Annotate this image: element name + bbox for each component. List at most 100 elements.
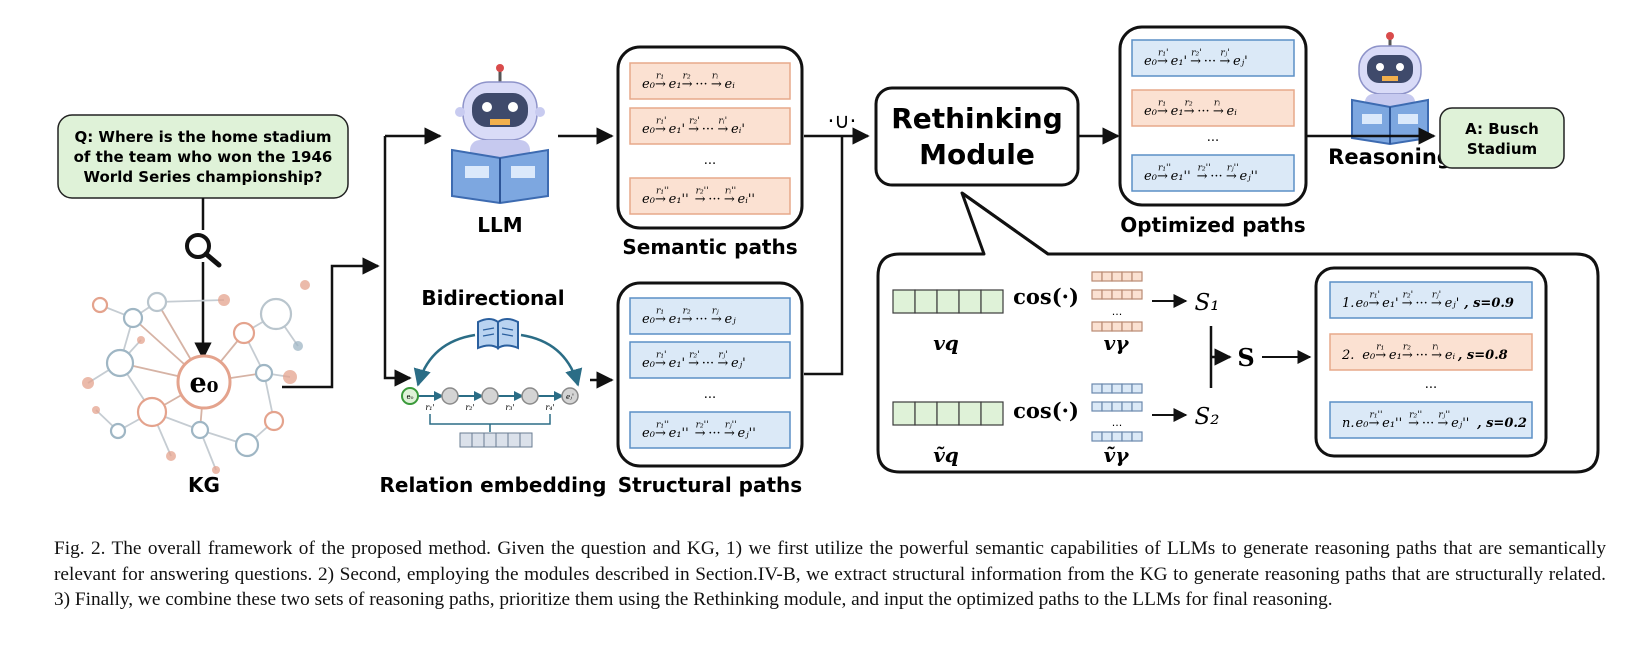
chain-relation-label: r₄'	[545, 403, 554, 412]
s2-label: S₂	[1195, 404, 1220, 430]
kg-edge	[156, 299, 225, 303]
path-entity: e₁''	[669, 426, 689, 441]
kg-center-node: e₀	[176, 354, 232, 410]
path-arrow: →	[1431, 348, 1442, 363]
path-arrow: →	[724, 426, 735, 441]
vq-tilde-cell	[958, 401, 982, 426]
kg-node	[234, 432, 260, 458]
path-relation: rᵢ	[1432, 342, 1438, 352]
path-relation: r₁'	[1158, 48, 1169, 58]
book-icon	[477, 318, 519, 350]
rethinking-line-2: Module	[919, 138, 1035, 171]
vr-cell	[1091, 271, 1103, 282]
embedding-cell	[483, 432, 497, 448]
kg-node	[190, 420, 210, 440]
path-relation: r₂	[1403, 342, 1411, 352]
kg-node	[92, 406, 100, 414]
path-arrow: →	[1190, 54, 1201, 69]
path-entity: eᵢ	[1445, 348, 1456, 363]
path-entity: eᵢ''	[738, 192, 755, 207]
kg-node	[146, 291, 168, 313]
figure-caption: Fig. 2. The overall framework of the pro…	[54, 538, 1606, 610]
kg-node	[283, 370, 297, 384]
cos-label-2: cos(·)	[1013, 398, 1079, 423]
embedding-cell	[495, 432, 509, 448]
path-entity: eⱼ'	[1445, 296, 1460, 311]
path-relation: r₂''	[1409, 410, 1422, 420]
embedding-cell	[519, 432, 533, 448]
path-entity: e₀	[642, 312, 656, 327]
path-relation: r₂''	[696, 186, 709, 196]
vr-tilde-cell	[1091, 431, 1103, 442]
path-relation: r₁''	[656, 186, 669, 196]
path-relation: r₁'	[656, 116, 667, 126]
bidirectional-right-arrow	[520, 333, 583, 387]
vr-tilde-cell	[1101, 401, 1113, 412]
path-arrow: →	[724, 192, 735, 207]
path-entity: e₁	[669, 312, 682, 327]
path-dots: ···	[695, 312, 707, 327]
path-relation: r₁''	[1158, 163, 1171, 173]
vr-cell	[1091, 321, 1103, 332]
bidirectional-label: Bidirectional	[421, 286, 564, 310]
path-entity: e₁'	[1382, 296, 1398, 311]
path-relation: rⱼ''	[725, 420, 737, 430]
path-entity: e₁	[1171, 104, 1184, 119]
path-arrow: →	[695, 192, 706, 207]
path-relation: rᵢ	[712, 71, 718, 81]
path-arrow: →	[1219, 54, 1230, 69]
path-arrow: →	[1431, 296, 1442, 311]
path-entity: e₀	[642, 77, 656, 92]
path-entity: e₀	[1144, 169, 1158, 184]
relation-embedding-label: Relation embedding	[379, 473, 606, 497]
vq-cell	[892, 289, 916, 314]
vr-label: vγ	[1104, 331, 1130, 355]
answer-line-1: A: Busch	[1465, 120, 1539, 138]
vq-tilde-cell	[980, 401, 1004, 426]
structural-paths-title: Structural paths	[618, 473, 802, 497]
path-arrow: →	[655, 426, 666, 441]
vq-cell	[936, 289, 960, 314]
path-entity: e₀	[1356, 416, 1370, 431]
vr-tilde-cell	[1101, 383, 1113, 394]
path-arrow: →	[695, 426, 706, 441]
path-relation: rⱼ	[712, 306, 719, 316]
vr-tilde-cell	[1131, 401, 1143, 412]
vector-blocks: ......	[892, 271, 1143, 442]
vr-tilde-cell	[1121, 401, 1133, 412]
path-entity: eᵢ	[725, 77, 736, 92]
answer-box: A: Busch Stadium	[1439, 107, 1565, 169]
path-row	[1131, 89, 1295, 127]
path-dots: ···	[702, 356, 714, 371]
kg-label: KG	[188, 473, 220, 497]
reasoning-label: Reasoning	[1328, 145, 1452, 169]
path-row	[629, 411, 791, 449]
embedding-cell	[471, 432, 485, 448]
vr-cell	[1131, 271, 1143, 282]
path-entity: eⱼ''	[1240, 169, 1258, 184]
path-entity: e₁''	[1171, 169, 1191, 184]
structural-merge-line	[804, 136, 844, 376]
vr-tilde-cell	[1111, 431, 1123, 442]
vr-cell	[1101, 271, 1113, 282]
embedding-cell	[507, 432, 521, 448]
s1-label: S₁	[1195, 290, 1220, 316]
path-arrow: →	[655, 77, 666, 92]
path-entity: e₀	[642, 122, 656, 137]
ranked-paths-panel: 1.e₀→r₁'e₁'→r₂'···→rⱼ'eⱼ', s=0.92. e₀→r₁…	[1314, 266, 1548, 458]
chain-relation-label: r₂'	[465, 403, 474, 412]
path-arrow: →	[1375, 348, 1386, 363]
optimized-paths-panel: e₀→r₁'e₁'→r₂'···→rⱼ'eⱼ'e₀→r₁e₁→r₂···→rᵢe…	[1118, 25, 1308, 207]
path-entity: e₀	[642, 356, 656, 371]
vr-tilde-cell	[1111, 383, 1123, 394]
path-dots: ···	[695, 77, 707, 92]
path-arrow: →	[655, 192, 666, 207]
path-entity: e₀	[642, 192, 656, 207]
vq-cell	[980, 289, 1004, 314]
cos-label-1: cos(·)	[1013, 284, 1079, 309]
kg-out-arrow	[282, 257, 380, 389]
path-arrow: →	[717, 356, 728, 371]
framework-diagram: Q: Where is the home stadium of the team…	[57, 25, 1600, 497]
vq-tilde-cell	[936, 401, 960, 426]
path-entity: eⱼ'	[731, 356, 746, 371]
